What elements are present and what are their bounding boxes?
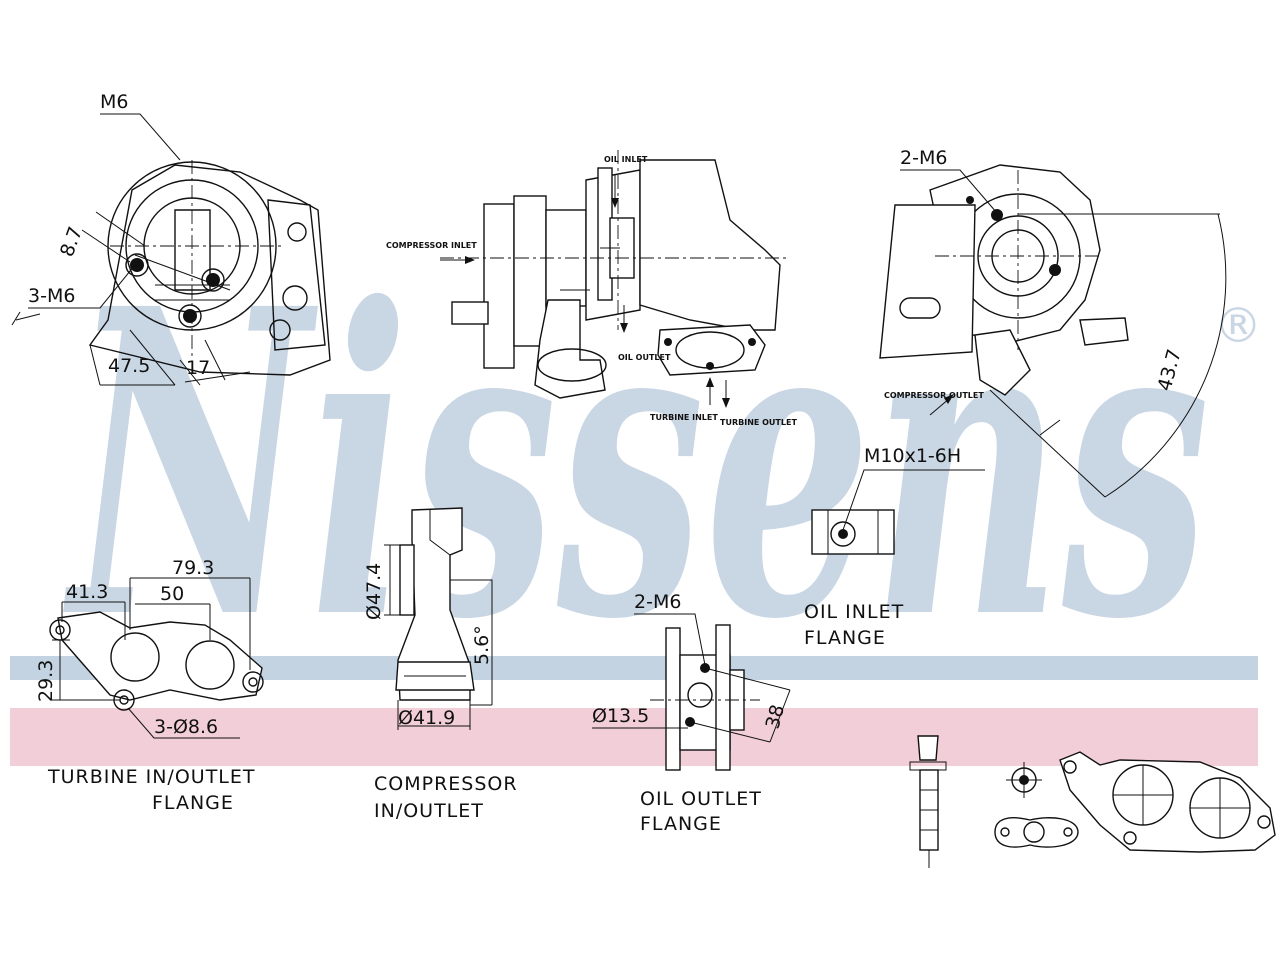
compressor-pipe: Ø47.4 5.6° Ø41.9 COMPRESSOR IN/OUTLET — [363, 507, 518, 822]
oil-outlet-caption-line1: OIL OUTLET — [640, 788, 762, 810]
turbine-dim-50: 50 — [160, 583, 184, 605]
oil-inlet-thread-label: M10x1-6H — [864, 445, 961, 467]
front-dim-47-5: 47.5 — [108, 355, 150, 377]
side-oil-outlet-label: OIL OUTLET — [618, 353, 671, 362]
compressor-dim-5-6: 5.6° — [471, 625, 493, 665]
turbine-dim-41-3: 41.3 — [66, 581, 108, 603]
turbine-flange: 79.3 41.3 50 29.3 3-Ø8.6 TURBINE IN/OUTL… — [35, 557, 264, 814]
rear-bolts-label: 2-M6 — [900, 147, 947, 169]
oil-inlet-flange: M10x1-6H OIL INLET FLANGE — [804, 445, 985, 649]
pink-band — [10, 708, 1258, 766]
oil-inlet-caption-line1: OIL INLET — [804, 601, 904, 623]
turbine-caption-line2: FLANGE — [152, 792, 234, 814]
oil-outlet-caption-line2: FLANGE — [640, 813, 722, 835]
front-bolts-label: 3-M6 — [28, 285, 75, 307]
oil-inlet-caption-line2: FLANGE — [804, 627, 886, 649]
compressor-dim-47-4: Ø47.4 — [363, 563, 385, 620]
oil-outlet-bolts-label: 2-M6 — [634, 591, 681, 613]
compressor-dim-41-9: Ø41.9 — [398, 707, 455, 729]
turbine-gasket — [1059, 751, 1276, 853]
side-turbine-outlet-label: TURBINE OUTLET — [720, 418, 797, 427]
oil-outlet-flange: 2-M6 Ø13.5 38 OIL OUTLET FLANGE — [592, 591, 791, 835]
rear-view: 2-M6 COMPRESSOR OUTLET 43.7 — [879, 147, 1227, 498]
small-gasket — [994, 762, 1079, 848]
turbine-dim-79-3: 79.3 — [172, 557, 214, 579]
front-dim-17: 17 — [186, 357, 210, 379]
side-oil-inlet-label: OIL INLET — [604, 155, 648, 164]
turbine-holes-label: 3-Ø8.6 — [154, 716, 218, 738]
compressor-caption-line2: IN/OUTLET — [374, 800, 484, 822]
oil-syringe — [909, 735, 947, 868]
side-compressor-inlet-label: COMPRESSOR INLET — [386, 241, 477, 250]
oil-outlet-dim-13-5: Ø13.5 — [592, 705, 649, 727]
compressor-caption-line1: COMPRESSOR — [374, 773, 518, 795]
turbine-caption-line1: TURBINE IN/OUTLET — [47, 766, 256, 788]
side-turbine-inlet-label: TURBINE INLET — [650, 413, 718, 422]
front-m6-label: M6 — [100, 91, 128, 113]
rear-compressor-outlet-label: COMPRESSOR OUTLET — [884, 391, 984, 400]
registered-mark: ® — [1214, 298, 1262, 354]
side-view: OIL INLET COMPRESSOR INLET OIL OUTLET TU… — [386, 150, 797, 427]
turbine-dim-29-3: 29.3 — [35, 660, 57, 702]
